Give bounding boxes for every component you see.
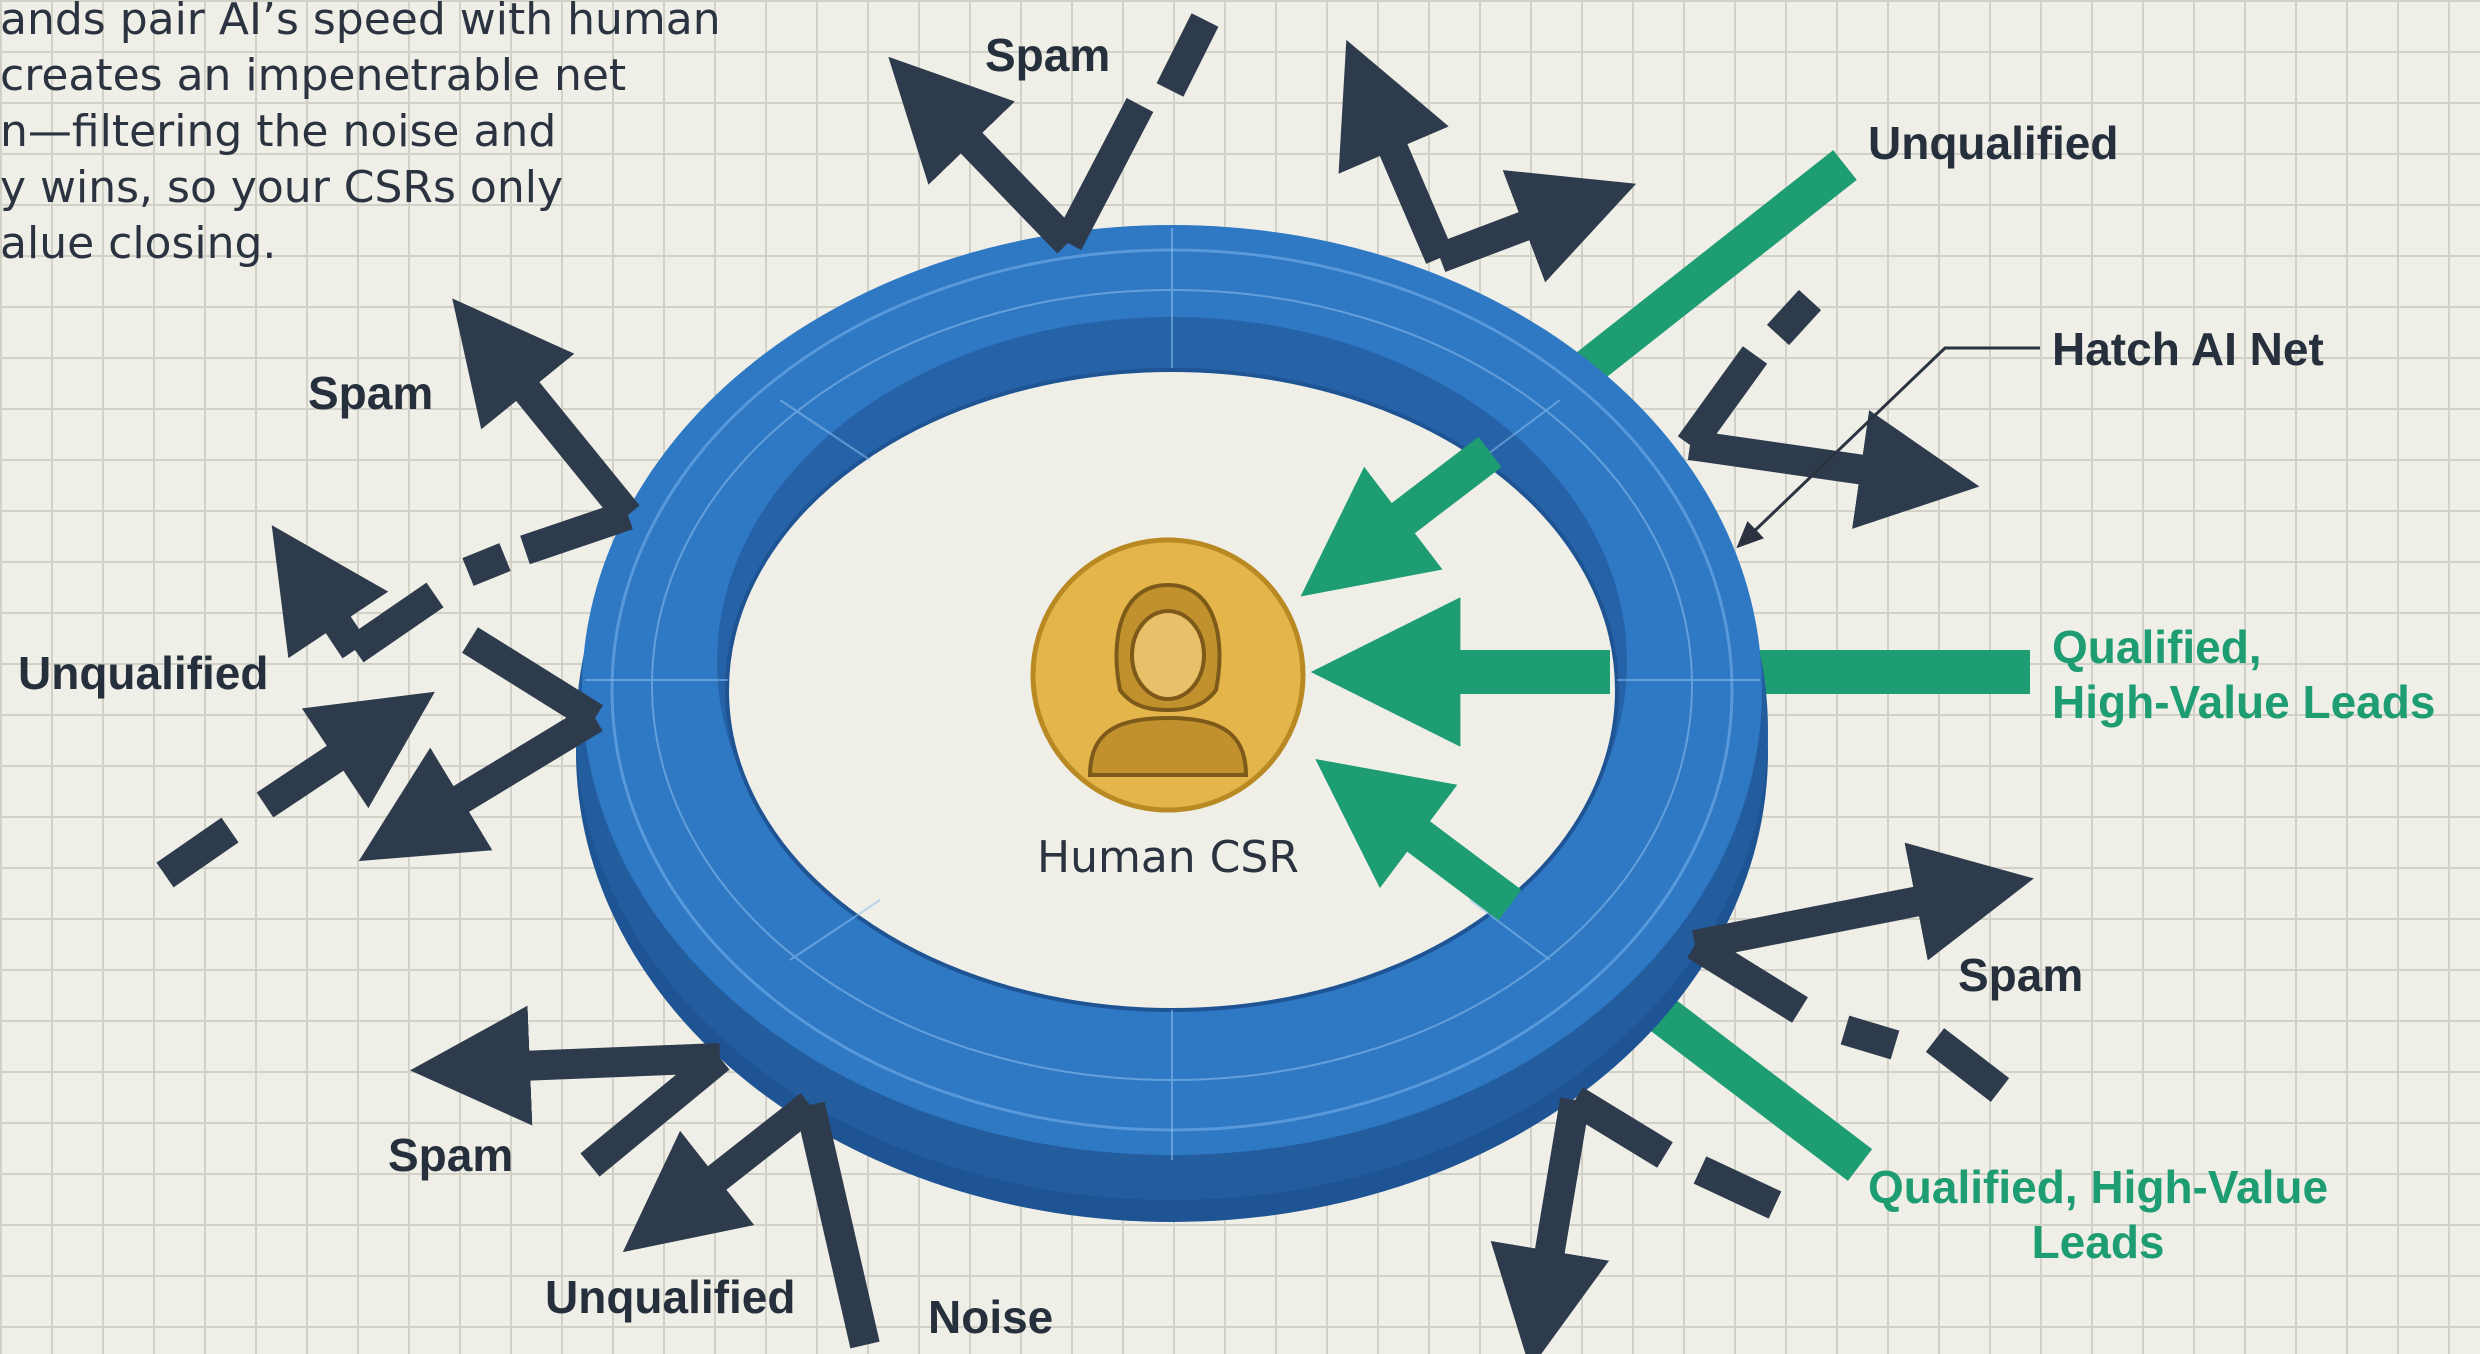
- deflect-top-dash: [1156, 13, 1219, 97]
- intro-line: n—filtering the noise and: [0, 106, 557, 157]
- label-spam-left: Spam: [308, 367, 434, 419]
- deflect-r-up: [1677, 346, 1768, 454]
- intro-line: alue closing.: [0, 218, 277, 269]
- label-human-csr: Human CSR: [1037, 832, 1299, 883]
- label-unqualified-bottom: Unqualified: [545, 1271, 796, 1323]
- label-qualified-right-line2: High-Value Leads: [2052, 676, 2436, 729]
- label-qualified-bottom: Qualified, High-Value Leads: [1868, 1160, 2328, 1270]
- intro-line: y wins, so your CSRs only: [0, 162, 563, 213]
- green-arrow-lower: [1617, 974, 1873, 1181]
- deflect-l-up: [452, 298, 640, 525]
- label-unqualified-top-right: Unqualified: [1868, 117, 2119, 169]
- deflect-lm-down: [358, 705, 603, 862]
- deflect-br-down: [1490, 1097, 1610, 1354]
- deflect-l-dash1: [462, 543, 511, 586]
- label-unqualified-left: Unqualified: [18, 647, 269, 699]
- green-arrow-upper-inner: [1300, 436, 1502, 597]
- deflect-r-dash: [1766, 289, 1822, 346]
- deflect-r-right: [1687, 410, 1980, 529]
- label-spam-right: Spam: [1958, 949, 2084, 1001]
- deflect-b-in: [622, 1093, 820, 1253]
- intro-paragraph: ands pair AI’s speed with human creates …: [0, 0, 721, 272]
- intro-line: ands pair AI’s speed with human: [0, 0, 721, 45]
- deflect-ll-dash: [156, 817, 239, 888]
- deflect-br-dash: [1693, 1156, 1782, 1219]
- deflect-bl-left: [410, 1005, 721, 1126]
- deflect-lm-up: [271, 525, 389, 659]
- deflect-tr-right: [1434, 170, 1637, 283]
- deflect-ll-up: [256, 691, 435, 818]
- deflect-lm-right: [346, 582, 444, 663]
- deflect-rl-in: [1687, 932, 1808, 1023]
- qualified-arrows-inner: [1300, 436, 1610, 921]
- deflect-top-left: [888, 56, 1079, 254]
- deflect-rl-out: [1692, 842, 2034, 961]
- deflect-bl-down: [580, 1046, 730, 1177]
- green-arrow-upper: [1573, 150, 1857, 385]
- label-qualified-right-line1: Qualified,: [2052, 621, 2262, 673]
- deflect-l-down: [520, 500, 633, 565]
- deflect-top-right: [1054, 98, 1154, 250]
- ring-blueprint-lines: [585, 228, 1760, 1160]
- intro-line: creates an impenetrable net: [0, 50, 627, 101]
- label-qualified-right: Qualified, High-Value Leads: [2052, 620, 2435, 730]
- label-noise-bottom: Noise: [928, 1291, 1054, 1343]
- deflect-rl-dash2: [1925, 1028, 2010, 1102]
- human-csr-badge: [1030, 537, 1306, 813]
- label-qualified-bottom-line1: Qualified, High-Value: [1868, 1161, 2329, 1213]
- hatch-ai-net-leader: [1736, 346, 2040, 549]
- deflect-lm-in: [462, 627, 603, 731]
- label-hatch-ai-net: Hatch AI Net: [2052, 323, 2324, 375]
- deflect-tr-up: [1338, 39, 1454, 264]
- deflect-br-in: [1567, 1087, 1673, 1168]
- green-arrow-lower-inner: [1315, 758, 1522, 921]
- label-spam-bottom-left: Spam: [388, 1129, 514, 1181]
- label-qualified-bottom-line2: Leads: [2031, 1216, 2165, 1269]
- deflected-arrows: [156, 13, 2034, 1354]
- person-icon: [1087, 582, 1249, 777]
- deflect-rl-dash1: [1840, 1015, 1900, 1060]
- deflect-b-down: [795, 1101, 880, 1349]
- label-spam-top: Spam: [985, 29, 1111, 81]
